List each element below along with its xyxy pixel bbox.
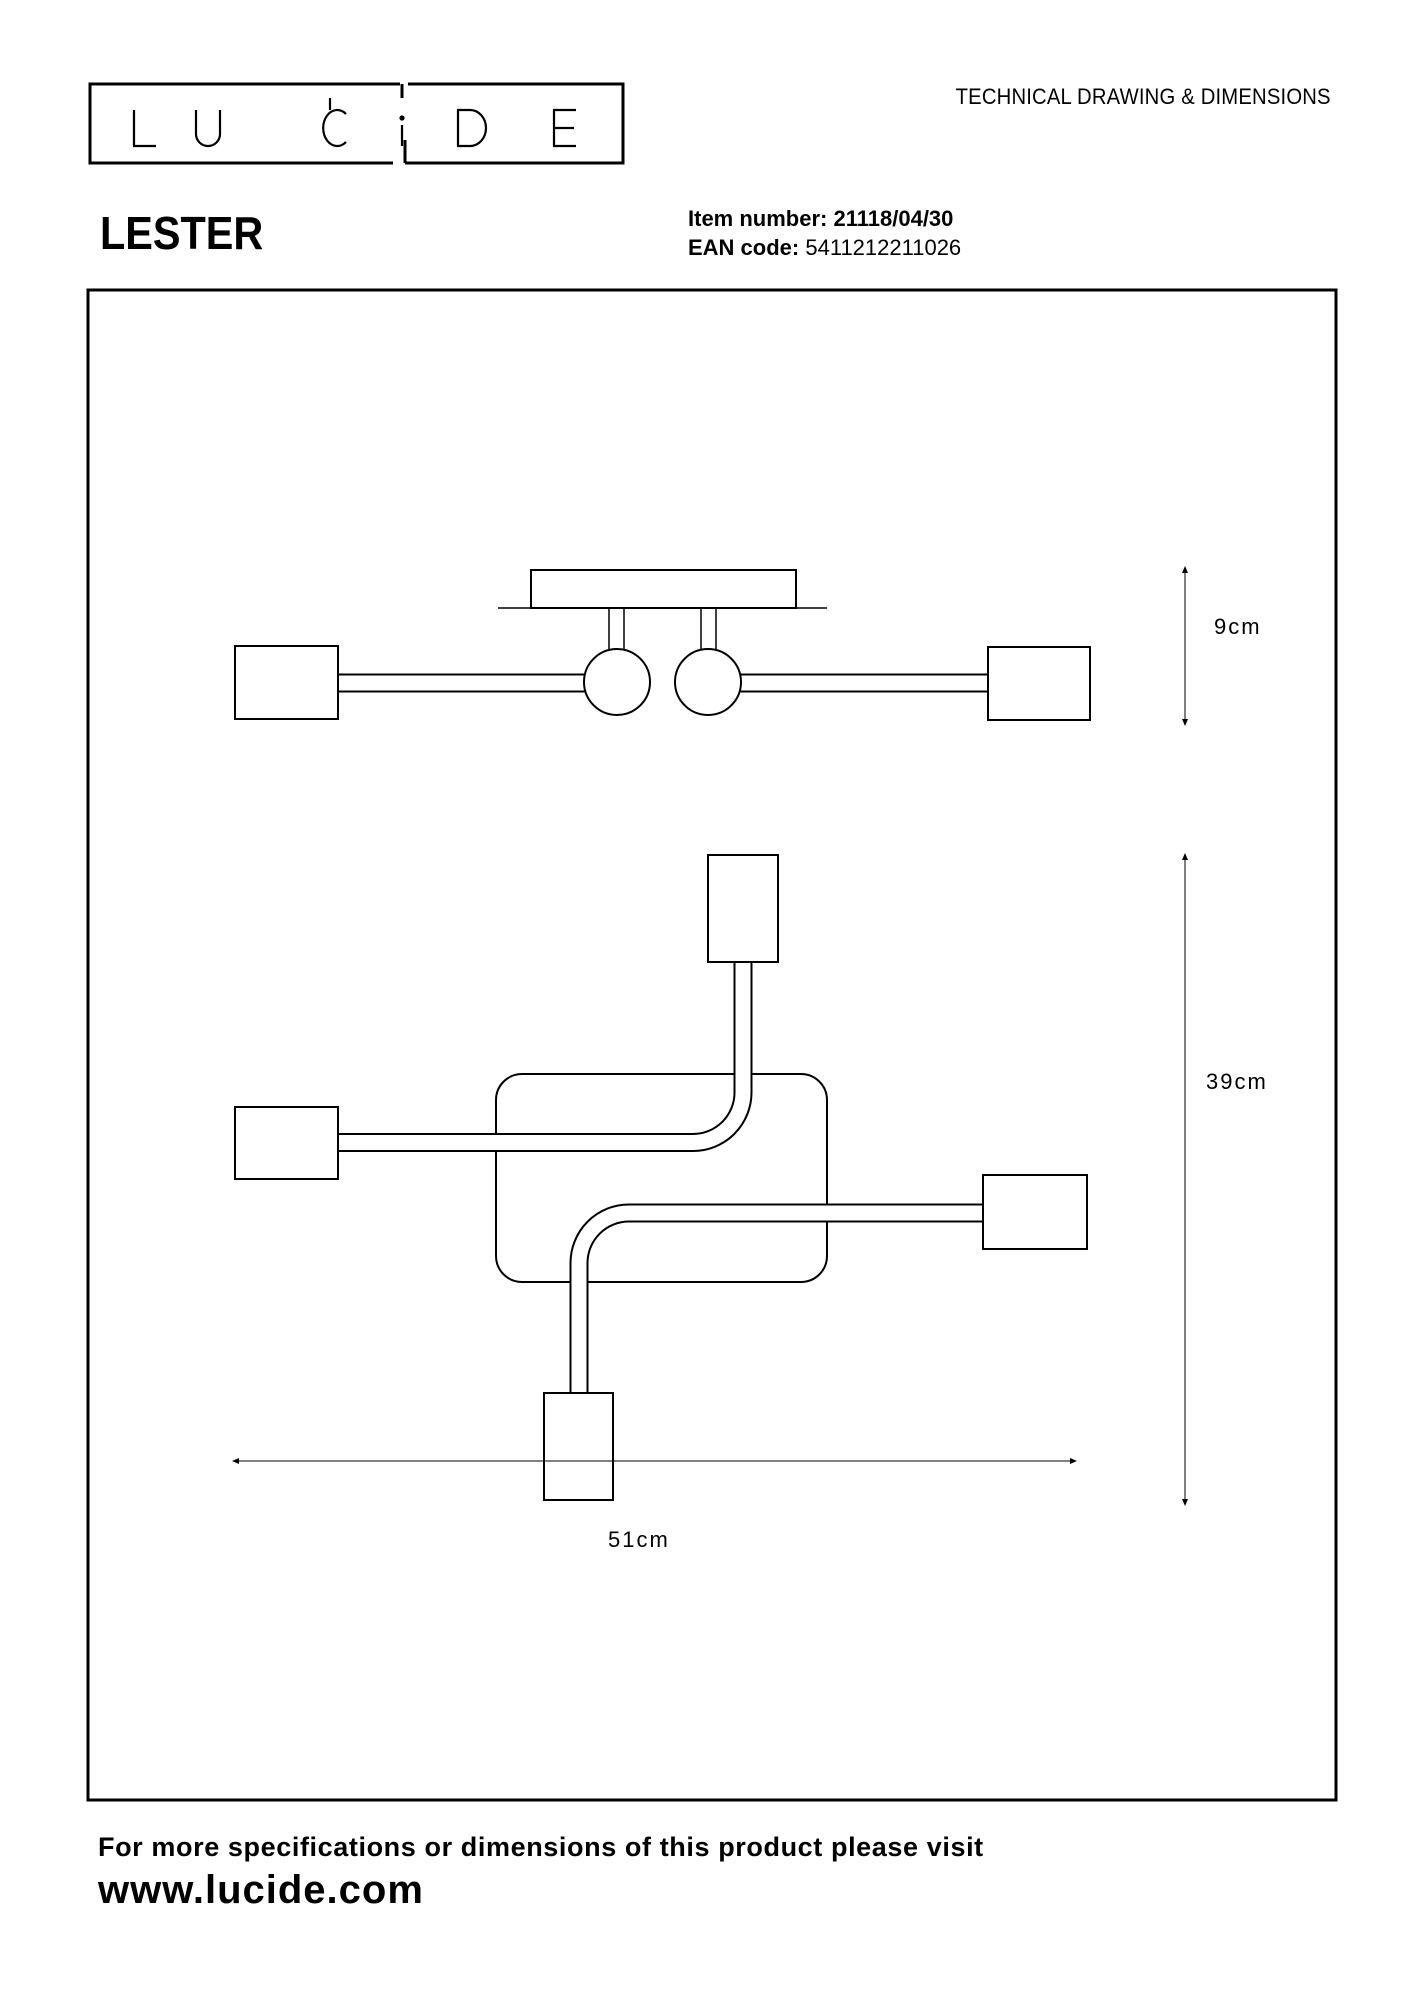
top-view: [234, 854, 1088, 1501]
drawing-frame: [86, 288, 1338, 1802]
side-view: [234, 569, 1091, 721]
ean-label: EAN code:: [688, 235, 800, 260]
item-number: Item number: 21118/04/30: [688, 206, 953, 232]
lucide-logo: [88, 82, 625, 165]
ean-value: 5411212211026: [805, 235, 962, 260]
depth-dimension: 39cm: [1206, 1069, 1268, 1094]
document-type: TECHNICAL DRAWING & DIMENSIONS: [955, 84, 1331, 109]
item-number-label: Item number:: [688, 206, 828, 231]
website-link[interactable]: www.lucide.com: [98, 1868, 424, 1912]
item-number-value: 21118/04/30: [833, 206, 954, 231]
height-dimension: 9cm: [1214, 614, 1262, 639]
width-dimension: 51cm: [608, 1527, 670, 1552]
dimension-lines: [232, 566, 1188, 1506]
footer-note: For more specifications or dimensions of…: [98, 1832, 984, 1862]
ean-code: EAN code: 5411212211026: [688, 235, 961, 261]
product-name: LESTER: [100, 207, 264, 259]
